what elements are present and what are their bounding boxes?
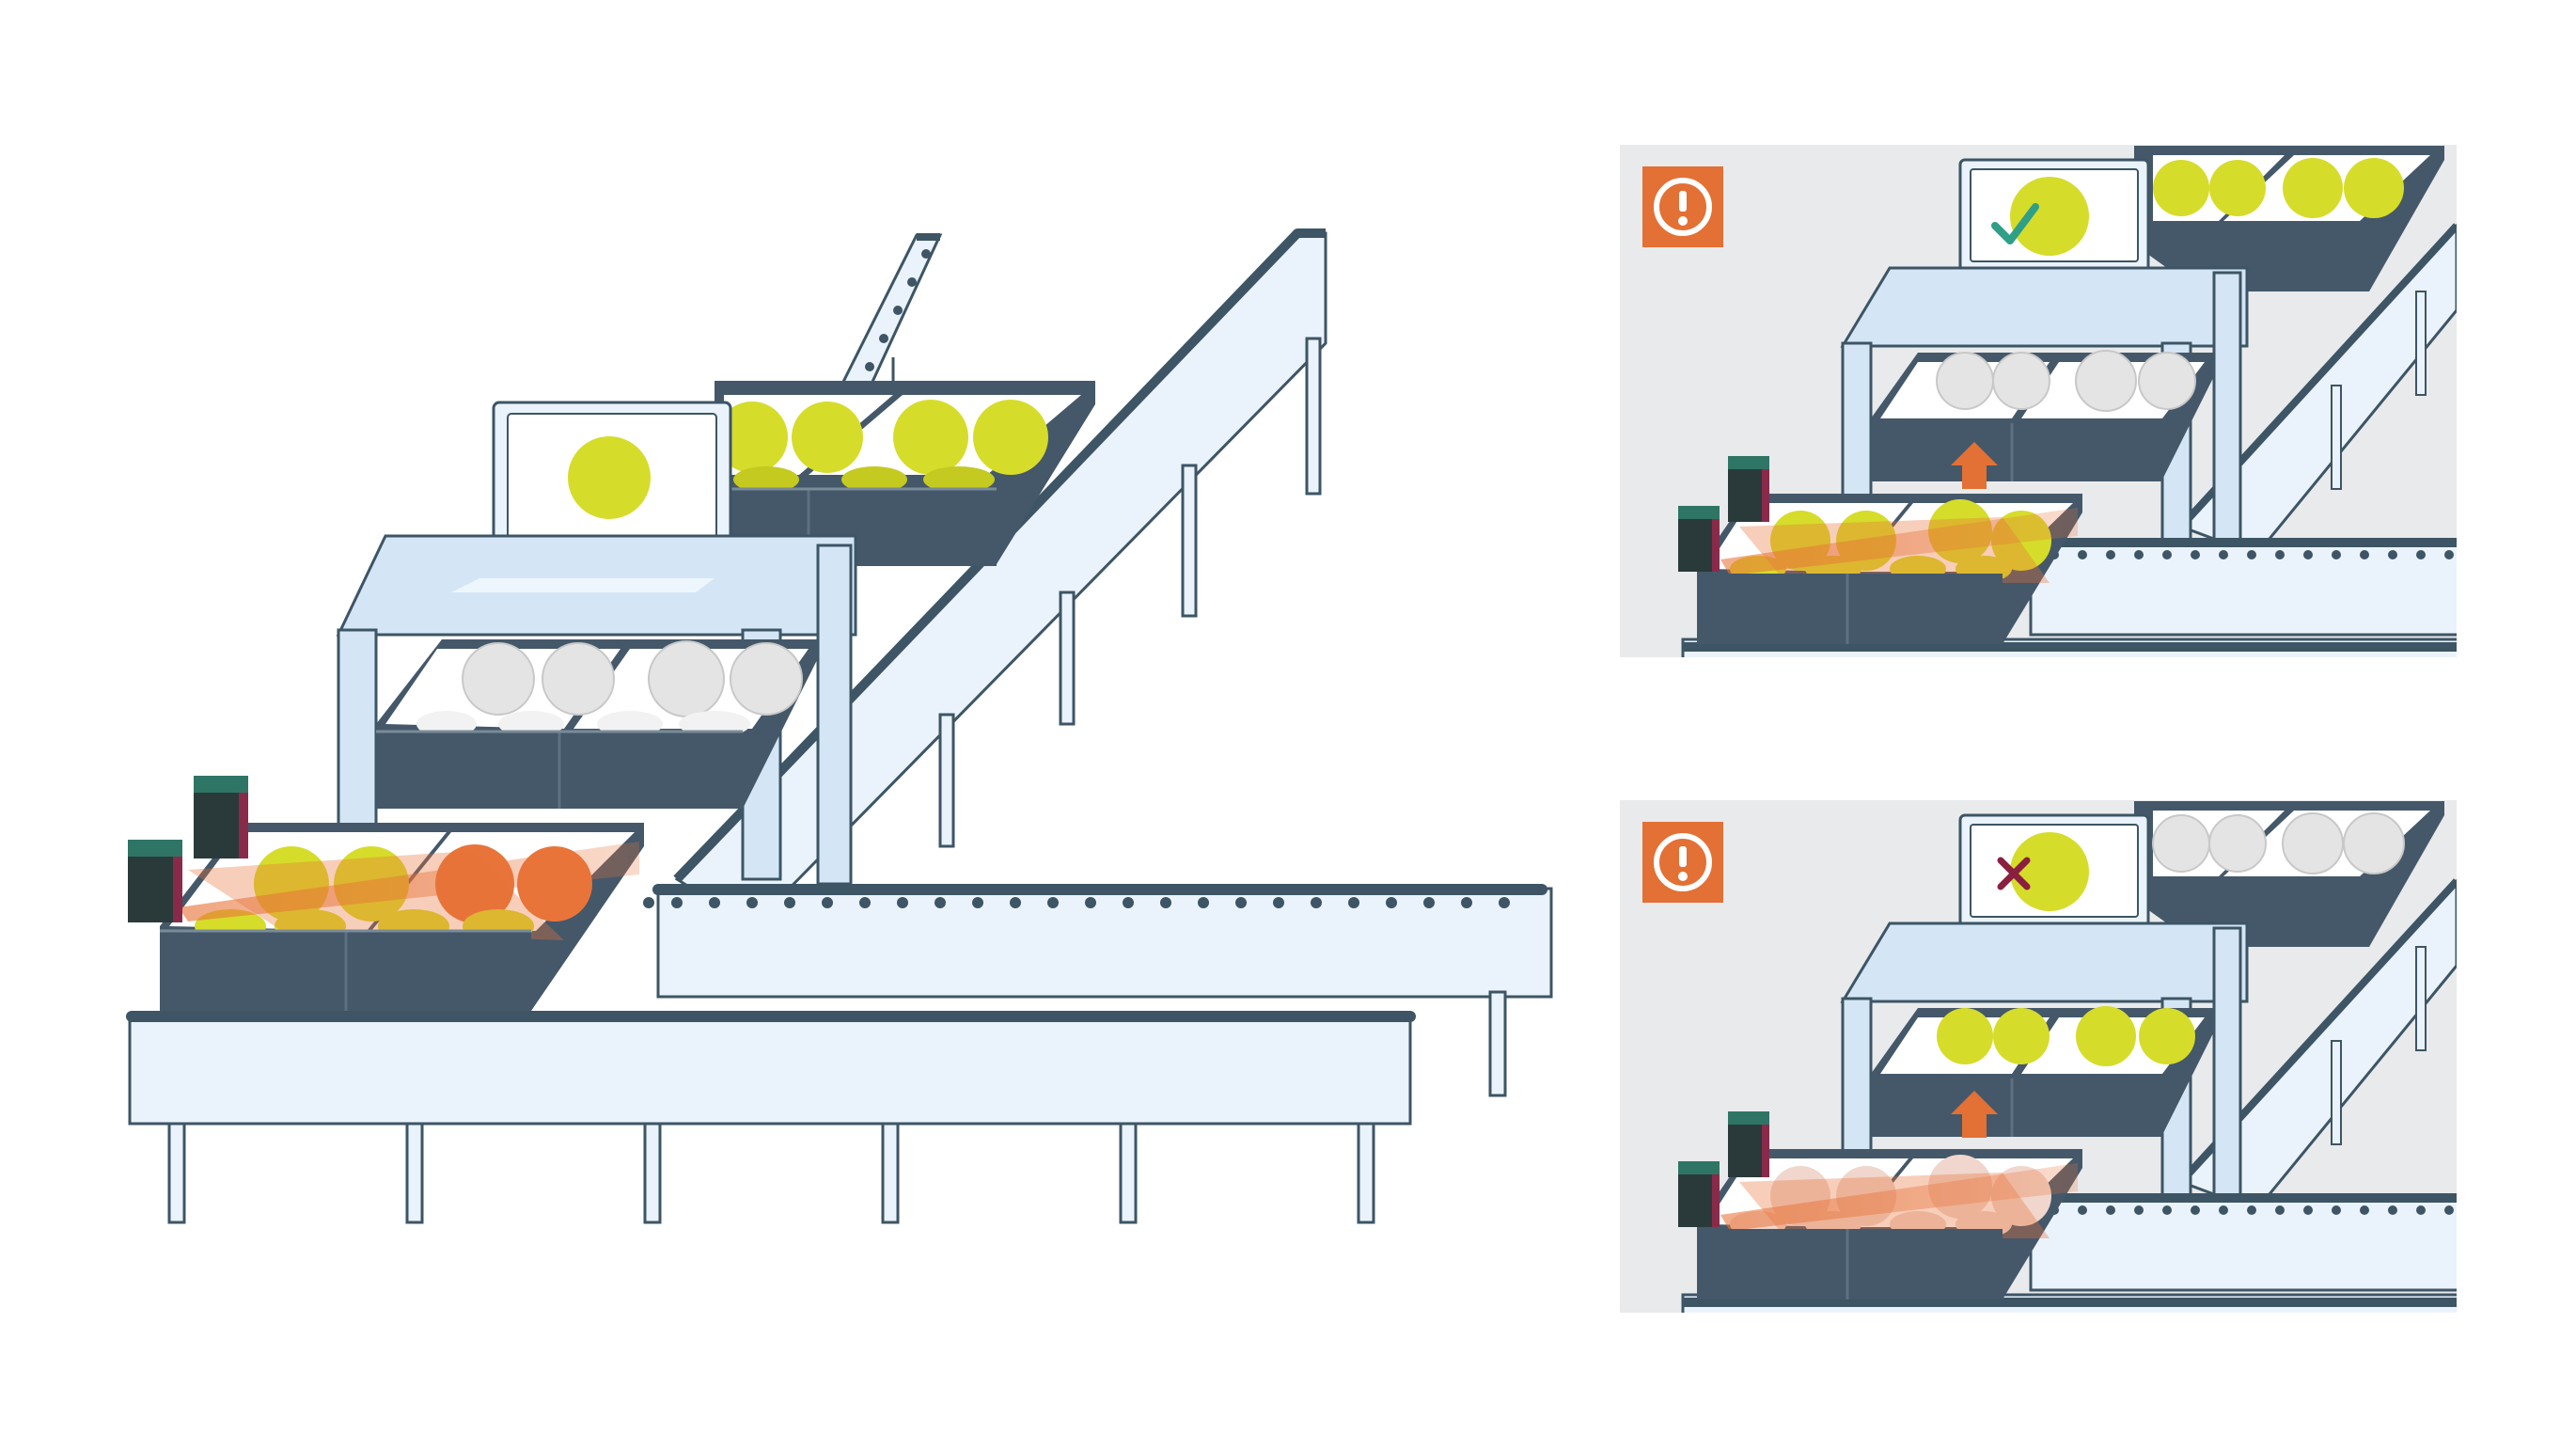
- sensor-upper: [194, 776, 248, 858]
- lower-front-conveyor: [126, 1011, 1416, 1224]
- exclamation-circle-icon: [1642, 822, 1723, 903]
- upper-crates: [715, 381, 1095, 566]
- scanned-crates: [160, 823, 644, 1011]
- main-conveyor-scene: [126, 228, 1553, 1224]
- middle-crates: [376, 639, 818, 809]
- photo-sensor-pair: [128, 776, 248, 922]
- sensor-lower: [128, 840, 182, 922]
- cross-icon: [1997, 857, 2031, 890]
- exclamation-circle-icon: [1642, 166, 1723, 247]
- match-detected-panel: [1620, 145, 2457, 657]
- laser-beam: [179, 842, 639, 921]
- arrow-up-icon: [1951, 442, 1998, 489]
- arrow-up-icon: [1951, 1091, 1998, 1138]
- screen-fruit: [568, 436, 651, 519]
- checkmark-icon: [1991, 203, 2039, 244]
- front-horizontal-conveyor: [643, 884, 1553, 1097]
- mismatch-detected-panel: [1620, 800, 2457, 1313]
